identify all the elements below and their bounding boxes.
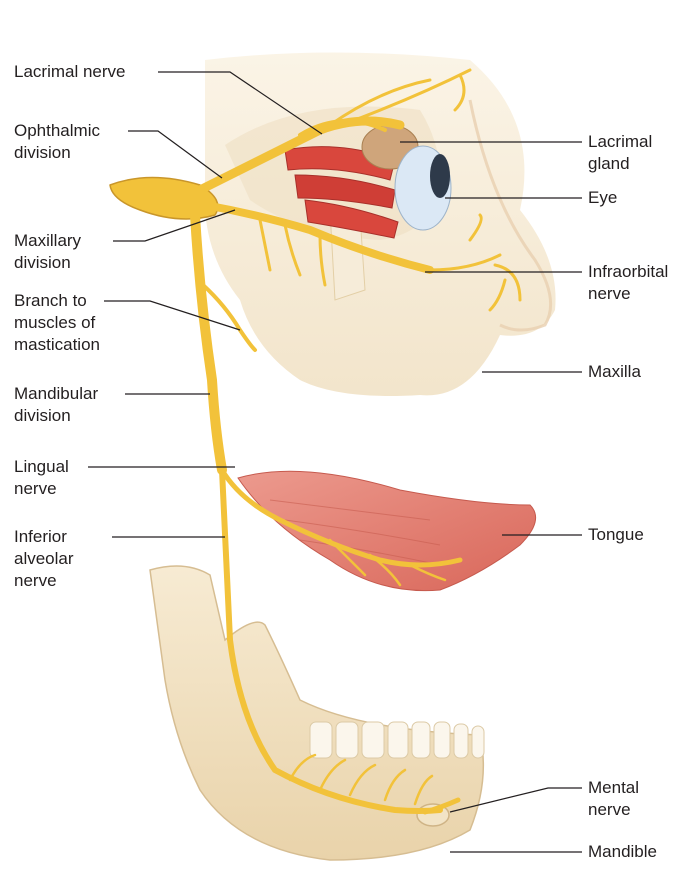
tooth <box>388 722 408 758</box>
label-eye: Eye <box>588 187 617 209</box>
tooth <box>362 722 384 758</box>
lower-teeth <box>310 722 484 758</box>
label-tongue: Tongue <box>588 524 644 546</box>
cornea <box>430 154 450 198</box>
label-mental-nerve: Mental nerve <box>588 777 639 821</box>
tooth <box>336 722 358 758</box>
label-mandible: Mandible <box>588 841 657 863</box>
tongue-shape <box>238 471 536 590</box>
label-branch-to-muscles: Branch to muscles of mastication <box>14 290 100 356</box>
label-maxillary-division: Maxillary division <box>14 230 81 274</box>
tooth <box>412 722 430 758</box>
label-mandibular-division: Mandibular division <box>14 383 98 427</box>
label-inferior-alveolar-nerve: Inferior alveolar nerve <box>14 526 74 592</box>
label-lacrimal-gland: Lacrimal gland <box>588 131 652 175</box>
label-maxilla: Maxilla <box>588 361 641 383</box>
leader-branch-to-muscles <box>104 301 240 330</box>
tooth <box>434 722 450 758</box>
label-infraorbital-nerve: Infraorbital nerve <box>588 261 668 305</box>
label-lacrimal-nerve: Lacrimal nerve <box>14 61 126 83</box>
label-ophthalmic-division: Ophthalmic division <box>14 120 100 164</box>
tooth <box>472 726 484 758</box>
tooth <box>310 722 332 758</box>
label-lingual-nerve: Lingual nerve <box>14 456 69 500</box>
tooth <box>454 724 468 758</box>
trigeminal-ganglion <box>110 178 218 220</box>
